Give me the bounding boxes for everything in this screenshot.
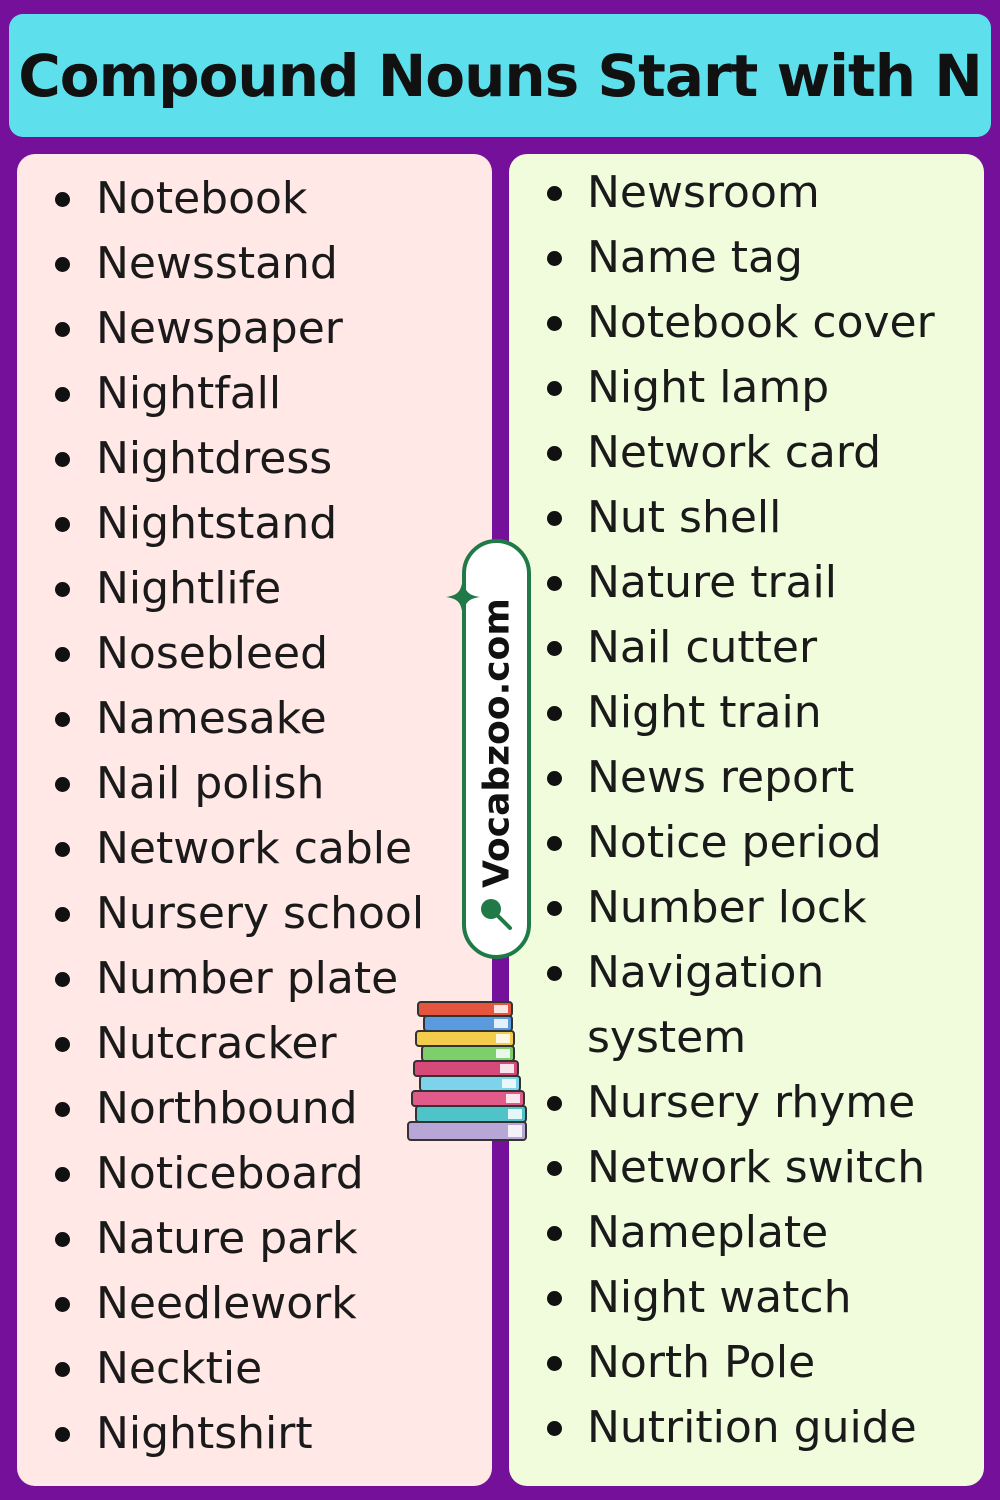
list-item: Nutcracker xyxy=(17,1011,492,1076)
list-item: Nursery rhyme xyxy=(509,1070,984,1135)
list-item: Number lock xyxy=(509,875,984,940)
list-item: Notebook xyxy=(17,166,492,231)
list-item: Nightdress xyxy=(17,426,492,491)
list-item: Nightfall xyxy=(17,361,492,426)
list-item: Name tag xyxy=(509,225,984,290)
list-item: Night watch xyxy=(509,1265,984,1330)
list-item: Nail cutter xyxy=(509,615,984,680)
list-item: News report xyxy=(509,745,984,810)
list-item: Newspaper xyxy=(17,296,492,361)
list-item: Nameplate xyxy=(509,1200,984,1265)
list-item: Navigation system xyxy=(509,940,887,1070)
list-item: Network cable xyxy=(17,816,492,881)
list-item: Nightshirt xyxy=(17,1401,492,1466)
list-item: Nail polish xyxy=(17,751,492,816)
list-item: Nutrition guide xyxy=(509,1395,984,1460)
list-item: Newsstand xyxy=(17,231,492,296)
title-banner: Compound Nouns Start with N xyxy=(9,14,991,137)
list-item: North Pole xyxy=(509,1330,984,1395)
list-item: Nightlife xyxy=(17,556,492,621)
watermark-text: Vocabzoo.com xyxy=(476,598,517,888)
list-item: Notice period xyxy=(509,810,984,875)
book-stack-icon xyxy=(407,1001,527,1141)
list-item: Needlework xyxy=(17,1271,492,1336)
list-item: Notebook cover xyxy=(509,290,984,355)
list-item: Noticeboard xyxy=(17,1141,492,1206)
list-item: Nature trail xyxy=(509,550,984,615)
list-item: Nursery school xyxy=(17,881,492,946)
magnifier-icon xyxy=(481,899,512,930)
list-item: Newsroom xyxy=(509,160,984,225)
sparkle-icon xyxy=(446,578,480,616)
list-item: Night train xyxy=(509,680,984,745)
list-item: Number plate xyxy=(17,946,492,1011)
page-title: Compound Nouns Start with N xyxy=(18,41,983,110)
list-item: Necktie xyxy=(17,1336,492,1401)
list-item: Nature park xyxy=(17,1206,492,1271)
list-item: Namesake xyxy=(17,686,492,751)
list-item: Night lamp xyxy=(509,355,984,420)
watermark-badge: Vocabzoo.com xyxy=(462,539,531,959)
list-item: Northbound xyxy=(17,1076,492,1141)
list-item: Nightstand xyxy=(17,491,492,556)
list-item: Nosebleed xyxy=(17,621,492,686)
list-item: Network switch xyxy=(509,1135,984,1200)
list-item: Network card xyxy=(509,420,984,485)
list-item: Nut shell xyxy=(509,485,984,550)
